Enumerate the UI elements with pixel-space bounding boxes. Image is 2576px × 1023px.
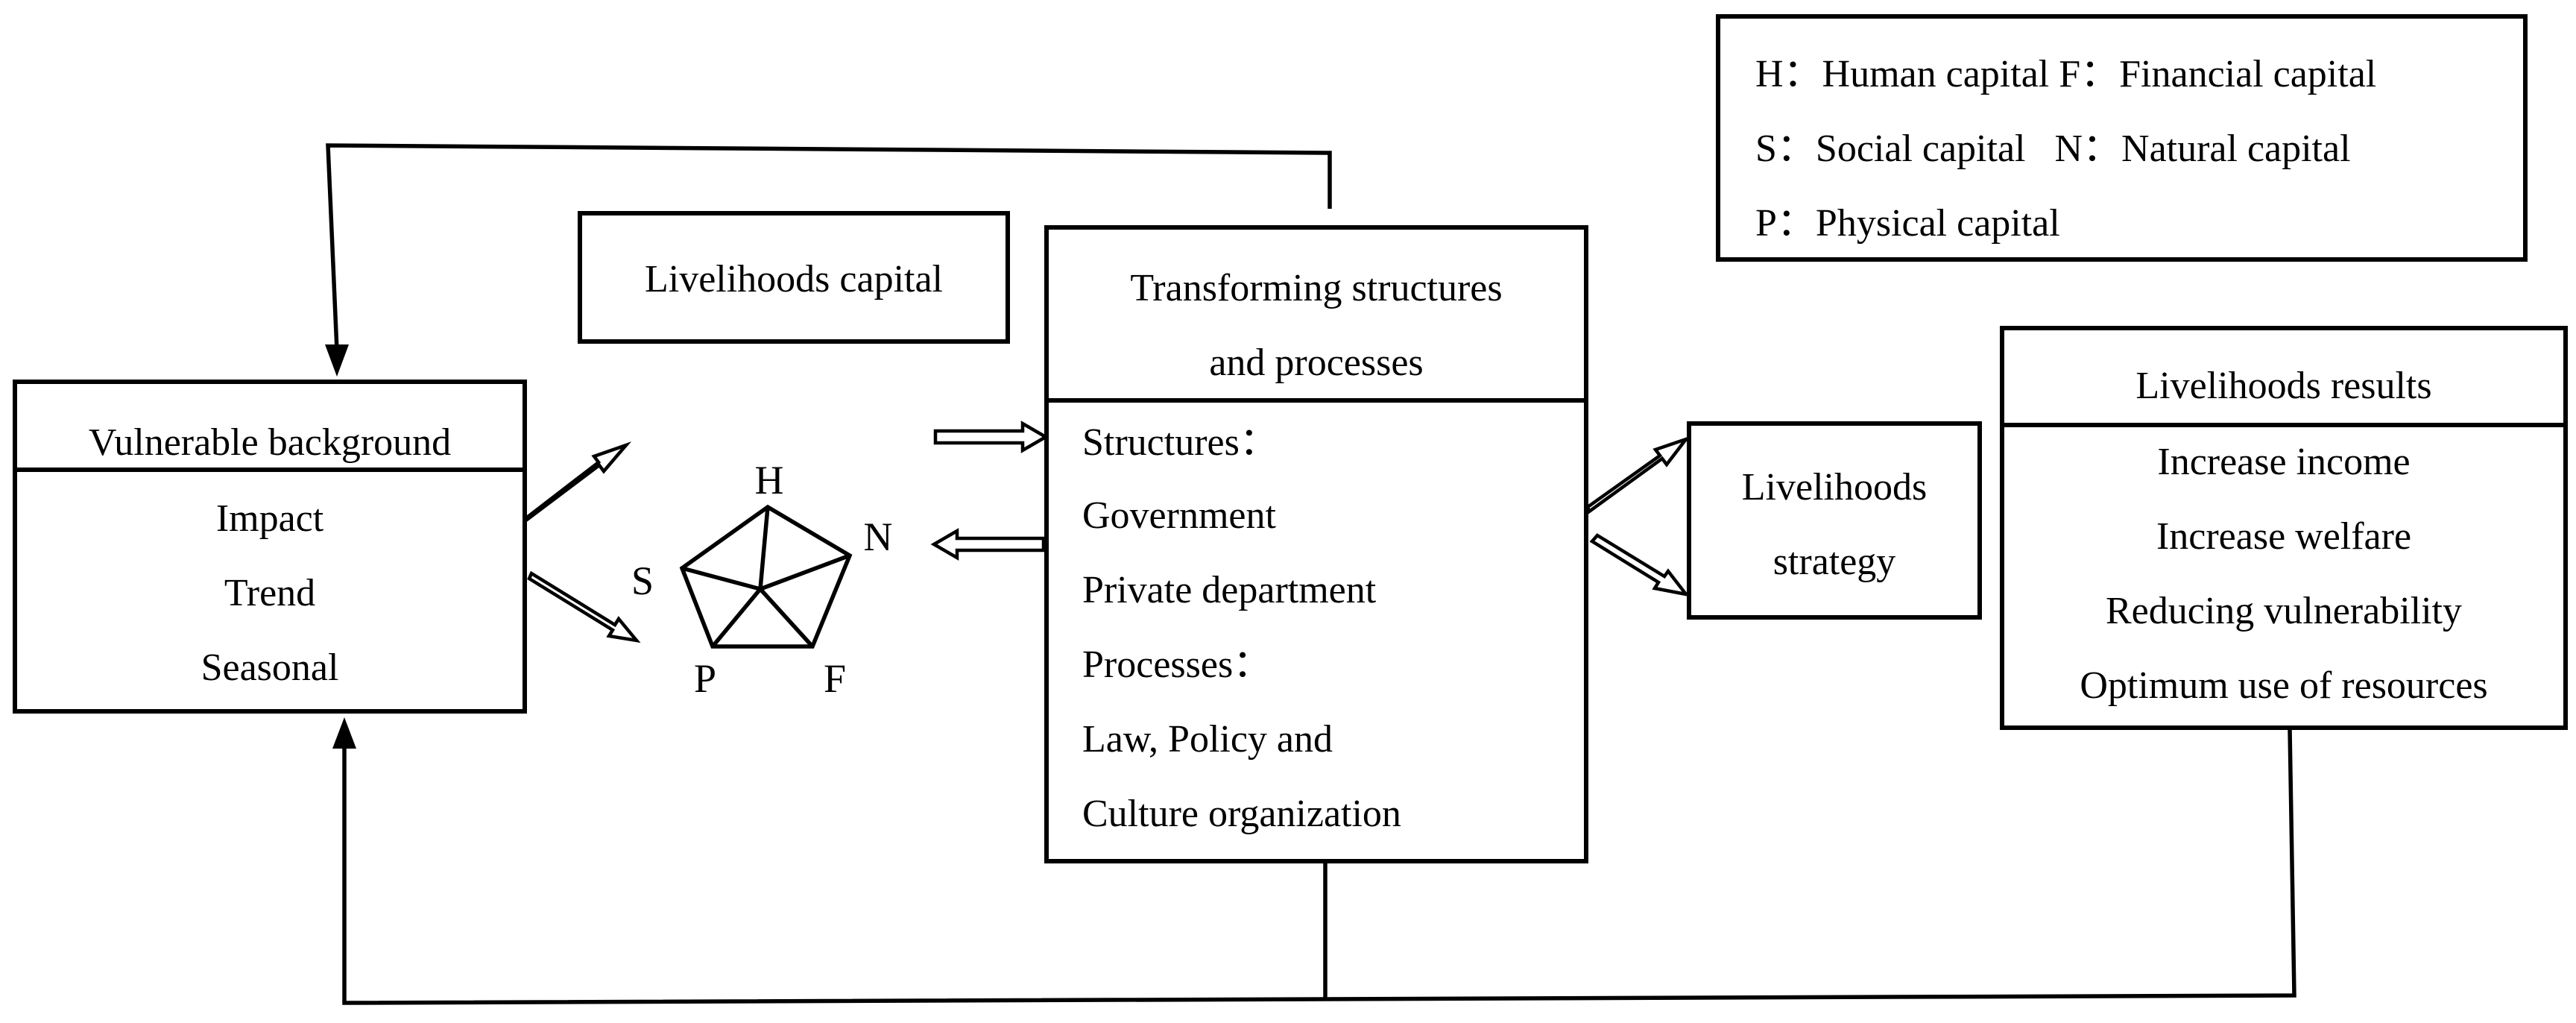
transforming-line-government: Government [1082, 494, 1276, 537]
livelihoods-capital-title: Livelihoods capital [645, 258, 943, 300]
arrowhead-top-into-vulnerable [325, 344, 349, 377]
vulnerable-item-seasonal: Seasonal [201, 646, 339, 689]
pentagon-label-f: F [824, 656, 846, 701]
results-item-resources: Optimum use of resources [2080, 664, 2487, 707]
results-item-welfare: Increase welfare [2156, 515, 2411, 558]
legend-line-human-financial: H：Human capital F：Financial capital [1755, 53, 2376, 95]
feedback-line-top [326, 143, 1332, 351]
transforming-structures-box: Transforming structures and processes St… [1044, 225, 1588, 863]
double-arrow-transforming-to-capital [930, 528, 1046, 561]
results-item-vulnerability: Reducing vulnerability [2106, 590, 2462, 632]
transforming-line-private: Private department [1082, 569, 1377, 611]
double-arrow-capital-to-transforming [933, 421, 1049, 453]
double-arrow-vulnerable-to-capital-upper [524, 441, 632, 524]
capital-pentagon: H N S P F [631, 458, 893, 701]
double-arrow-transforming-to-strategy-lower [1589, 533, 1690, 597]
double-arrow-vulnerable-to-capital-lower [527, 570, 641, 643]
legend-line-physical: P：Physical capital [1755, 202, 2060, 245]
livelihoods-results-box: Livelihoods results Increase income Incr… [2000, 326, 2568, 730]
pentagon-label-h: H [755, 458, 784, 503]
pentagon-label-p: P [694, 656, 716, 701]
transforming-line-law-policy: Law, Policy and [1082, 718, 1333, 761]
vulnerable-background-box: Vulnerable background Impact Trend Seaso… [13, 380, 527, 714]
pentagon-label-n: N [864, 514, 893, 559]
strategy-line1: Livelihoods [1742, 466, 1927, 509]
vulnerable-item-trend: Trend [224, 572, 315, 614]
strategy-line2: strategy [1773, 541, 1896, 583]
transforming-title-line1: Transforming structures [1130, 267, 1502, 309]
legend-box: H：Human capital F：Financial capital S：So… [1716, 14, 2528, 262]
transforming-line-culture: Culture organization [1082, 793, 1401, 835]
double-arrow-transforming-to-strategy-upper [1585, 435, 1691, 514]
feedback-line-bottom [342, 728, 2296, 1005]
livelihoods-strategy-box: Livelihoods strategy [1687, 421, 1982, 620]
pentagon-label-s: S [631, 558, 654, 603]
results-title: Livelihoods results [2135, 365, 2431, 407]
vulnerable-item-impact: Impact [216, 497, 324, 540]
transforming-line-processes: Processes： [1082, 643, 1272, 686]
transforming-line-structures: Structures： [1082, 421, 1278, 464]
arrowhead-bottom-into-vulnerable [332, 717, 356, 749]
results-item-income: Increase income [2157, 441, 2410, 483]
livelihoods-capital-box: Livelihoods capital [578, 211, 1010, 344]
vulnerable-background-title: Vulnerable background [89, 421, 451, 464]
transforming-title-line2: and processes [1209, 341, 1423, 384]
legend-line-social-natural: S：Social capital N：Natural capital [1755, 128, 2351, 170]
